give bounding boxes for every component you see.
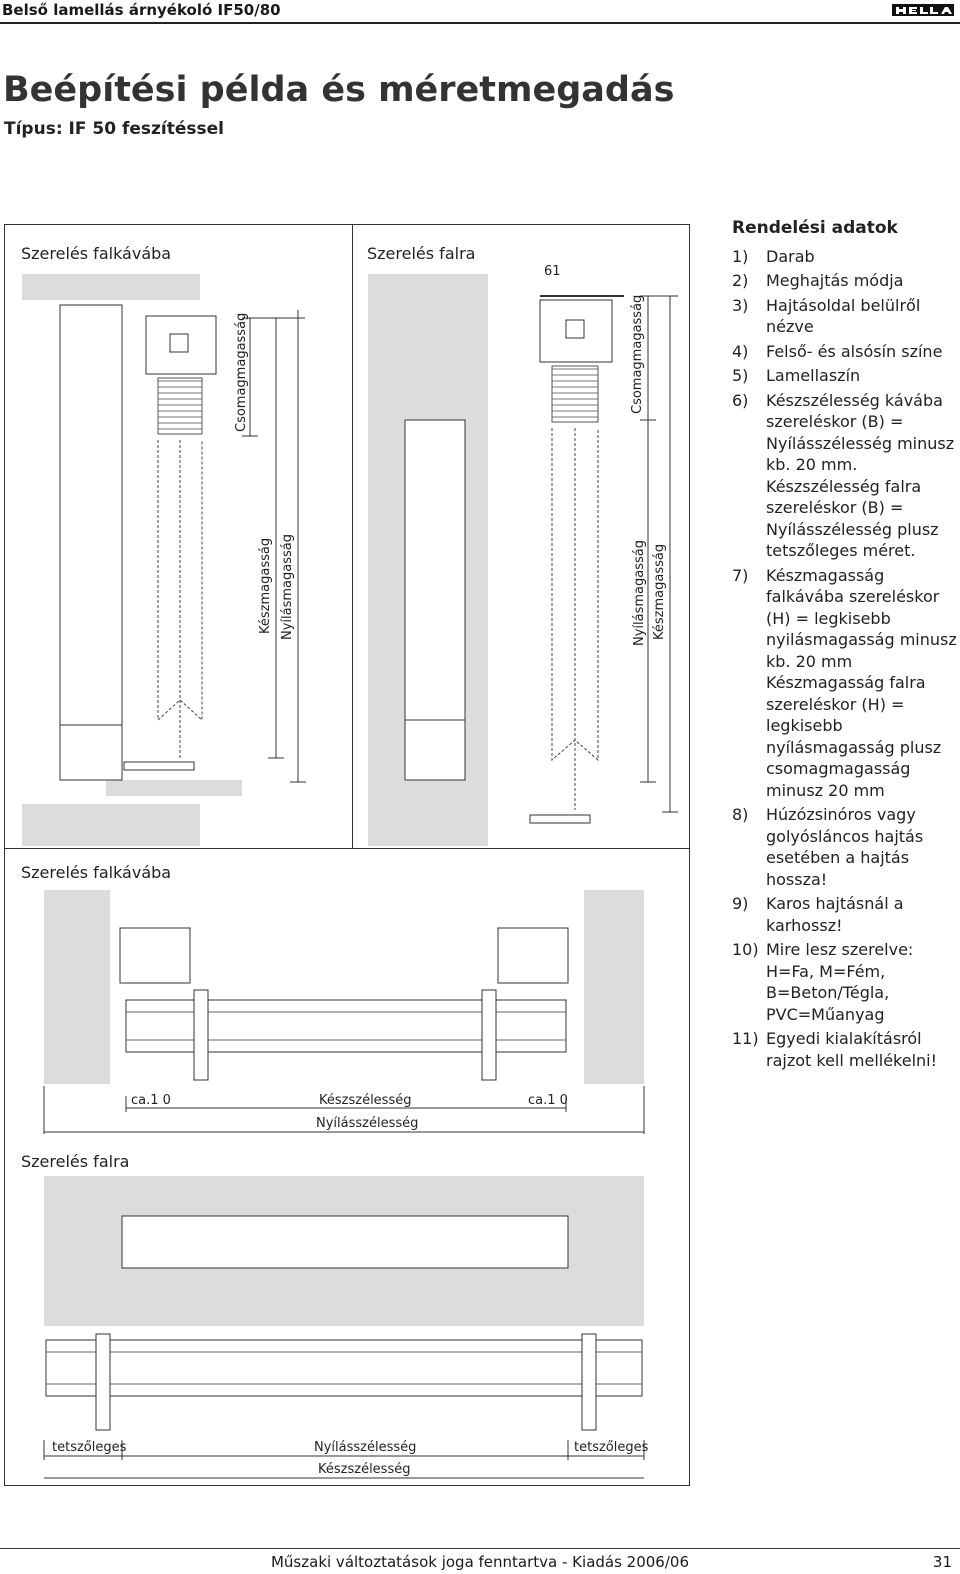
order-item: 1) Darab [732,246,958,268]
order-item: 7) Készmagasság falkávába szereléskor (H)… [732,565,958,802]
order-num: 10) [732,940,759,959]
mid-ca-right: ca.1 0 [528,1093,568,1108]
bot-tets-left: tetszőleges [52,1440,127,1455]
order-item: 4) Felső- és alsósín színe [732,341,958,363]
order-item: 8) Húzózsinóros vagy golyósláncos hajtás … [732,804,958,890]
order-text: Felső- és alsósín színe [766,341,943,361]
order-text: Karos hajtásnál a karhossz! [766,894,904,935]
hella-logo [892,4,954,16]
page-header: Belső lamellás árnyékoló IF50/80 [0,0,960,24]
order-info-panel: Rendelési adatok 1) Darab 2) Meghajtás mód… [732,218,958,1074]
order-text: Egyedi kialakításról rajzot kell melléke… [766,1029,938,1070]
top-left-label: Szerelés falkávába [21,244,172,263]
bot-keszszel: Készszélesség [318,1462,411,1477]
order-item: 5) Lamellaszín [732,365,958,387]
dim-61: 61 [544,264,561,279]
order-text: Húzózsinóros vagy golyósláncos hajtás es… [766,805,924,889]
bottom-rail [45,1339,643,1397]
order-item: 10) Mire lesz szerelve: H=Fa, M=Fém, B=Be… [732,939,958,1025]
right-kesz-label: Készmagasság [652,543,667,640]
order-text: Készmagasság falkávába szereléskor (H) =… [766,565,957,800]
order-num: 5) [732,366,749,385]
mid-rail [125,999,567,1053]
mid-ca-left: ca.1 0 [131,1093,171,1108]
bot-tets-right: tetszőleges [574,1440,649,1455]
mid-keszszel: Készszélesség [319,1093,412,1108]
top-right-label: Szerelés falra [367,244,476,263]
mid-nyilasszel: Nyílásszélesség [316,1116,419,1131]
order-num: 3) [732,295,749,315]
footer-text: Műszaki változtatások joga fenntartva - … [270,1553,689,1571]
page-footer: Műszaki változtatások joga fenntartva - … [0,1548,960,1574]
drawing-frame [4,224,690,1486]
mid-section-label: Szerelés falkávába [21,863,172,882]
right-nyilas-label: Nyílásmagasság [632,540,647,646]
frame-divider-vertical [352,224,353,848]
bot-nyilasszel: Nyílásszélesség [314,1440,417,1455]
order-num: 7) [732,565,749,585]
page-title: Beépítési példa és méretmegadás [3,70,675,110]
order-text: Lamellaszín [766,366,861,385]
bottom-section-label: Szerelés falra [21,1152,130,1171]
page-subtitle: Típus: IF 50 feszítéssel [4,119,224,139]
order-item: 3) Hajtásoldal belülről nézve [732,295,958,338]
right-csomag-label: Csomagmagasság [630,294,645,414]
order-num: 6) [732,390,749,410]
order-num: 11) [732,1029,759,1048]
order-item: 6) Készszélesség kávába szereléskor (B) =… [732,390,958,562]
order-item: 9) Karos hajtásnál a karhossz! [732,893,958,936]
order-text: Meghajtás módja [766,271,904,290]
left-nyilas-label: Nyílásmagasság [280,534,295,640]
order-title: Rendelési adatok [732,218,898,238]
header-title: Belső lamellás árnyékoló IF50/80 [2,1,281,19]
order-num: 8) [732,805,749,824]
order-item: 2) Meghajtás módja [732,270,958,292]
order-text: Mire lesz szerelve: H=Fa, M=Fém, B=Beton… [766,940,914,1024]
order-num: 1) [732,246,749,266]
frame-divider-horizontal [4,848,690,849]
order-num: 9) [732,894,749,913]
order-item: 11) Egyedi kialakításról rajzot kell mell… [732,1028,958,1071]
order-num: 2) [732,271,749,290]
page-number: 31 [932,1553,952,1571]
order-text: Darab [766,246,815,266]
left-csomag-label: Csomagmagasság [234,312,249,432]
left-kesz-label: Készmagasság [258,537,273,634]
order-text: Készszélesség kávába szereléskor (B) = N… [766,390,955,561]
order-text: Hajtásoldal belülről nézve [766,295,921,337]
order-num: 4) [732,341,749,361]
